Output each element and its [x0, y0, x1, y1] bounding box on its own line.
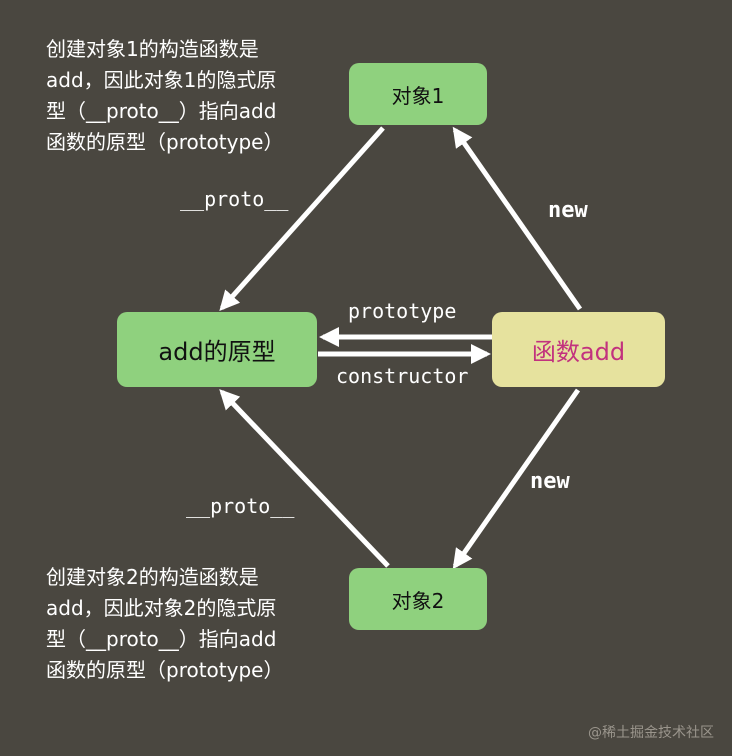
node-function-label: 函数add — [531, 338, 626, 366]
node-object2-label: 对象2 — [391, 588, 445, 613]
arrow-object2-to-prototype — [219, 389, 390, 568]
note-object1-line: 函数的原型（prototype） — [46, 130, 284, 154]
edge-label-prototype: prototype — [348, 299, 457, 323]
node-object1: 对象1 — [349, 63, 487, 125]
watermark: @稀土掘金技术社区 — [588, 725, 714, 741]
edge-label-new-bottom: new — [530, 469, 570, 494]
note-object2-line: add，因此对象2的隐式原 — [46, 596, 277, 620]
node-function: 函数add — [492, 312, 665, 387]
note-object2-line: 函数的原型（prototype） — [46, 658, 284, 682]
edge-label-proto-top: __proto__ — [180, 187, 289, 211]
arrow-function-to-object1 — [452, 126, 583, 311]
note-object2-line: 型（__proto__）指向add — [46, 627, 277, 651]
edge-label-new-top: new — [548, 198, 588, 223]
note-object1-line: 创建对象1的构造函数是 — [46, 37, 259, 61]
node-prototype: add的原型 — [117, 312, 317, 387]
note-object1-line: 型（__proto__）指向add — [46, 99, 277, 123]
arrow-function-to-object2 — [452, 388, 581, 570]
node-object2: 对象2 — [349, 568, 487, 630]
node-prototype-label: add的原型 — [158, 338, 276, 366]
arrow-object1-to-prototype — [219, 126, 385, 311]
edge-label-constructor: constructor — [336, 364, 469, 388]
note-object2-line: 创建对象2的构造函数是 — [46, 565, 259, 589]
note-object1-line: add，因此对象1的隐式原 — [46, 68, 277, 92]
note-object2: 创建对象2的构造函数是 add，因此对象2的隐式原 型（__proto__）指向… — [46, 562, 283, 686]
note-object1: 创建对象1的构造函数是 add，因此对象1的隐式原 型（__proto__）指向… — [46, 34, 283, 158]
node-object1-label: 对象1 — [391, 83, 445, 108]
edge-label-proto-bottom: __proto__ — [186, 494, 295, 518]
